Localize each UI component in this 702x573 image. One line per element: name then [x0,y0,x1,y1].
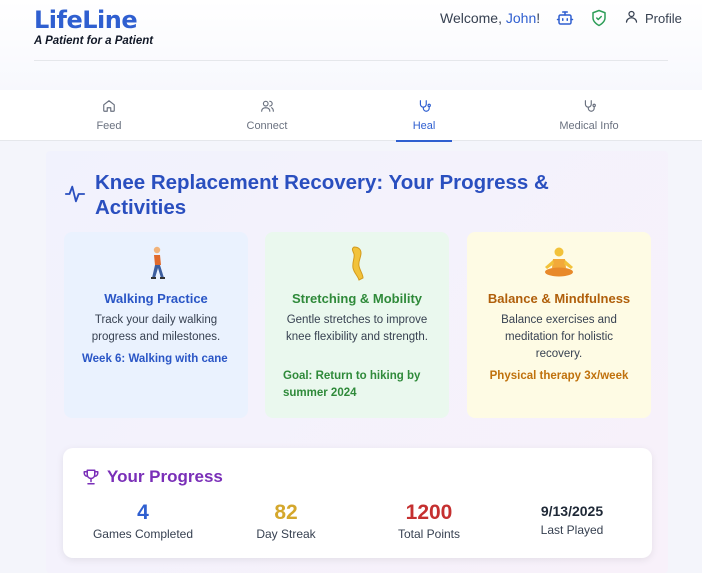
home-icon [102,99,116,116]
active-tab-indicator [396,140,452,142]
stat-value: 1200 [405,501,453,524]
page-title: Knee Replacement Recovery: Your Progress… [95,171,549,219]
tab-medical-info[interactable]: Medical Info [548,90,630,141]
card-description: Balance exercises and meditation for hol… [501,314,617,360]
tab-feed-label: Feed [96,120,122,132]
stat-label: Total Points [397,527,461,541]
app-header: LifeLine A Patient for a Patient Welcome… [0,0,702,90]
card-description: Gentle stretches to improve knee flexibi… [286,314,428,343]
meditation-icon [467,246,651,282]
stat-games-completed: 4 Games Completed [78,500,208,541]
welcome-message: Welcome, John! [440,10,540,26]
card-goal: Physical therapy 3x/week [489,370,629,382]
leg-icon [265,246,449,282]
header-divider [34,60,668,61]
stat-last-played: 9/13/2025 Last Played [507,500,637,537]
stethoscope-icon [417,99,432,116]
tab-connect-label: Connect [246,120,288,132]
brand[interactable]: LifeLine A Patient for a Patient [34,6,153,47]
tab-heal[interactable]: Heal [396,90,452,142]
card-walking-practice[interactable]: Walking Practice Track your daily walkin… [64,232,248,418]
card-stretching-mobility[interactable]: Stretching & Mobility Gentle stretches t… [265,232,449,418]
trophy-icon [82,468,100,491]
profile-button[interactable]: Profile [624,9,682,27]
welcome-prefix: Welcome, [440,10,506,26]
brand-name[interactable]: LifeLine [34,6,138,34]
stat-day-streak: 82 Day Streak [221,500,351,541]
user-name: John [505,10,537,26]
progress-title: Your Progress [107,467,223,486]
card-title: Balance & Mindfulness [487,291,631,306]
tab-bar: Feed Connect Heal Medical Info [0,90,702,142]
stat-value: 9/13/2025 [540,503,604,519]
activity-pulse-icon [64,183,86,210]
welcome-suffix: ! [536,10,541,26]
user-icon [624,9,639,27]
tab-medical-info-label: Medical Info [559,120,619,132]
card-balance-mindfulness[interactable]: Balance & Mindfulness Balance exercises … [467,232,651,418]
stethoscope-icon [582,99,597,116]
profile-label: Profile [645,10,682,26]
brand-tagline: A Patient for a Patient [34,35,154,47]
card-title: Walking Practice [104,291,208,306]
stat-value: 82 [274,501,298,524]
shield-check-icon[interactable] [590,9,608,27]
stat-label: Last Played [540,523,604,537]
card-goal: Week 6: Walking with cane [82,353,228,365]
tab-heal-label: Heal [412,120,436,132]
tab-connect[interactable]: Connect [226,90,308,141]
robot-icon[interactable] [556,9,574,27]
stat-total-points: 1200 Total Points [364,500,494,541]
stat-label: Games Completed [92,527,194,541]
card-title: Stretching & Mobility [292,291,422,306]
walking-person-icon [64,246,248,282]
card-goal: Goal: Return to hiking by summer 2024 [283,370,421,399]
users-icon [260,99,275,116]
card-description: Track your daily walking progress and mi… [91,314,221,343]
tab-feed[interactable]: Feed [68,90,150,141]
stat-value: 4 [137,501,149,524]
stat-label: Day Streak [256,527,316,541]
progress-card [63,448,652,558]
